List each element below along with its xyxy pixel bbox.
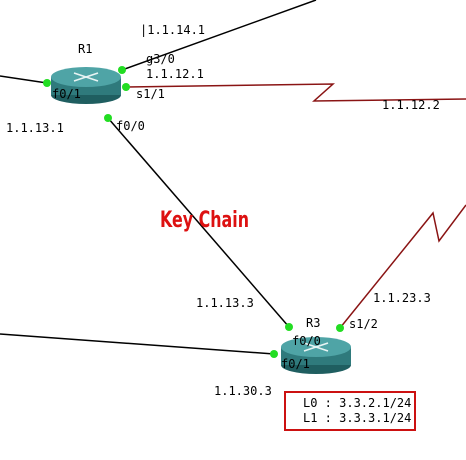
port-dot-r1-f01 [43, 79, 51, 87]
router-icon [303, 342, 329, 352]
loopback-l1: L1 : 3.3.3.1/24 [303, 411, 412, 425]
link-r3-f01 [0, 333, 275, 355]
interface-label-r1-s11: s1/1 [136, 87, 165, 101]
link-r1-r3-f00 [107, 117, 290, 328]
port-dot-r1-g30 [118, 66, 126, 74]
ip-label-1-1-14-1: |1.1.14.1 [140, 23, 205, 37]
link-r1-s11-serial [125, 83, 466, 102]
ip-label-1-1-12-2: 1.1.12.2 [382, 98, 440, 112]
diagram-title: Key Chain [160, 208, 249, 233]
port-dot-r1-f00 [104, 114, 112, 122]
link-r1-f01 [0, 75, 48, 84]
interface-label-r1-g30: g3/0 [146, 52, 175, 66]
interface-label-r3-f00: f0/0 [292, 334, 321, 348]
port-dot-r3-f01 [270, 350, 278, 358]
ip-label-1-1-13-1: 1.1.13.1 [6, 121, 64, 135]
router-name-r1: R1 [78, 42, 92, 56]
router-name-r3: R3 [306, 316, 320, 330]
interface-label-r3-s12: s1/2 [349, 317, 378, 331]
link-r1-g30 [121, 0, 317, 71]
ip-label-1-1-12-1: 1.1.12.1 [146, 67, 204, 81]
ip-label-1-1-23-3: 1.1.23.3 [373, 291, 431, 305]
link-r3-s12-serial [339, 204, 466, 329]
interface-label-r1-f00: f0/0 [116, 119, 145, 133]
interface-label-r1-f01: f0/1 [52, 87, 81, 101]
interface-label-r3-f01: f0/1 [281, 357, 310, 371]
ip-label-1-1-30-3: 1.1.30.3 [214, 384, 272, 398]
port-dot-r3-s12 [336, 324, 344, 332]
port-dot-r3-f00 [285, 323, 293, 331]
ip-label-1-1-13-3: 1.1.13.3 [196, 296, 254, 310]
port-dots [43, 66, 344, 358]
router-r3[interactable] [281, 337, 351, 374]
port-dot-r1-s11 [122, 83, 130, 91]
loopback-l0: L0 : 3.3.2.1/24 [303, 396, 412, 410]
router-r1[interactable] [51, 67, 121, 104]
loopback-info-box: L0 : 3.3.2.1/24 L1 : 3.3.3.1/24 [284, 391, 416, 431]
router-icon [73, 72, 99, 82]
